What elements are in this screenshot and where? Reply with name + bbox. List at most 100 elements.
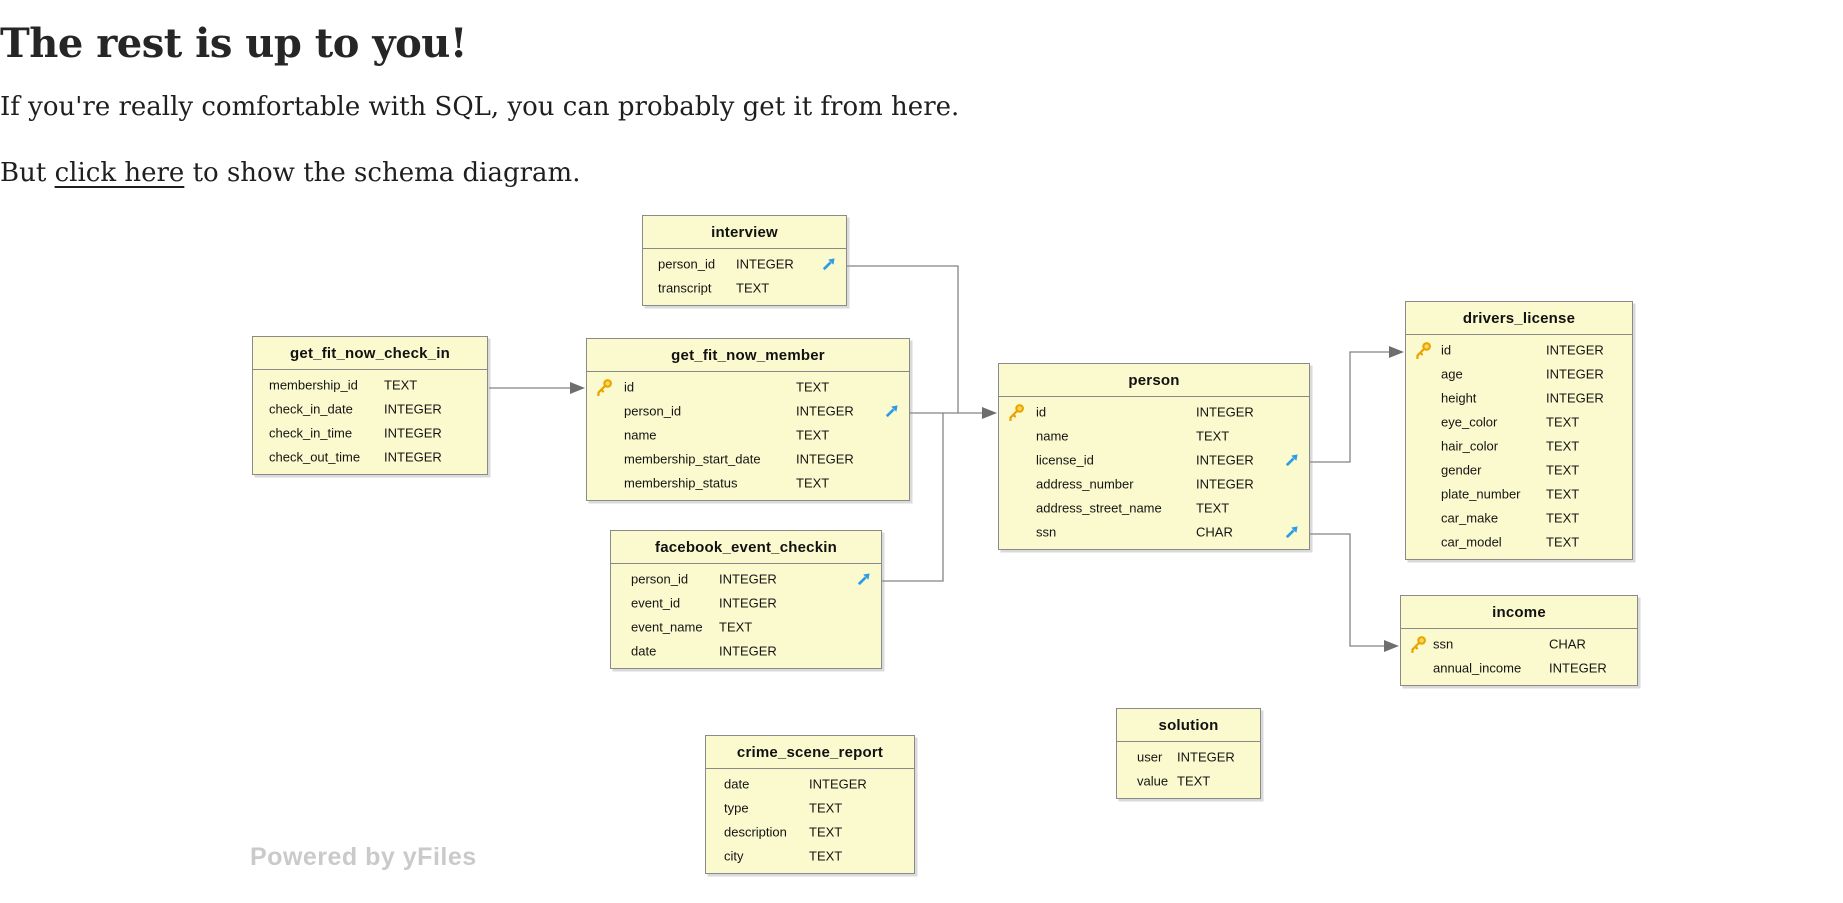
table-row: user INTEGER bbox=[1117, 745, 1260, 769]
show-schema-link[interactable]: click here bbox=[54, 158, 185, 188]
primary-key-icon bbox=[595, 378, 613, 396]
field-type: TEXT bbox=[796, 427, 830, 443]
field-type: CHAR bbox=[1196, 524, 1233, 540]
table-drivers-license: drivers_license id INTEGER age INTEGER h… bbox=[1405, 301, 1633, 560]
field-name: person_id bbox=[658, 256, 716, 272]
field-type: TEXT bbox=[1546, 534, 1580, 550]
field-type: TEXT bbox=[1177, 773, 1211, 789]
table-title: crime_scene_report bbox=[706, 736, 914, 769]
table-title: drivers_license bbox=[1406, 302, 1632, 335]
field-name: membership_id bbox=[269, 377, 358, 393]
field-name: car_model bbox=[1441, 534, 1502, 550]
field-name: ssn bbox=[1036, 524, 1057, 540]
field-type: TEXT bbox=[1546, 414, 1580, 430]
field-type: INTEGER bbox=[1546, 390, 1604, 406]
field-name: value bbox=[1137, 773, 1169, 789]
table-row: id TEXT bbox=[587, 375, 909, 399]
table-row: id INTEGER bbox=[1406, 338, 1632, 362]
field-type: INTEGER bbox=[384, 425, 442, 441]
field-type: TEXT bbox=[809, 824, 843, 840]
table-title: facebook_event_checkin bbox=[611, 531, 881, 564]
field-name: person_id bbox=[624, 403, 682, 419]
page-title: The rest is up to you! bbox=[0, 20, 467, 67]
table-row: ssn CHAR bbox=[1401, 632, 1637, 656]
field-name: check_in_time bbox=[269, 425, 353, 441]
field-name: id bbox=[624, 379, 635, 395]
field-name: date bbox=[631, 643, 657, 659]
primary-key-icon bbox=[1007, 403, 1025, 421]
field-name: gender bbox=[1441, 462, 1482, 478]
table-row: person_id INTEGER bbox=[611, 567, 881, 591]
field-type: INTEGER bbox=[719, 643, 777, 659]
field-type: TEXT bbox=[1196, 428, 1230, 444]
primary-key-icon bbox=[1409, 635, 1427, 653]
field-name: license_id bbox=[1036, 452, 1094, 468]
field-name: name bbox=[1036, 428, 1069, 444]
field-name: date bbox=[724, 776, 750, 792]
field-type: TEXT bbox=[796, 475, 830, 491]
field-type: INTEGER bbox=[1177, 749, 1235, 765]
table-row: membership_id TEXT bbox=[253, 373, 487, 397]
table-row: hair_color TEXT bbox=[1406, 434, 1632, 458]
field-type: INTEGER bbox=[1549, 660, 1607, 676]
table-row: car_model TEXT bbox=[1406, 530, 1632, 554]
table-row: plate_number TEXT bbox=[1406, 482, 1632, 506]
table-row: name TEXT bbox=[999, 424, 1309, 448]
field-type: TEXT bbox=[809, 800, 843, 816]
field-name: id bbox=[1441, 342, 1452, 358]
field-type: TEXT bbox=[809, 848, 843, 864]
foreign-key-arrow-icon bbox=[821, 256, 837, 272]
table-get-fit-now-check-in: get_fit_now_check_in membership_id TEXT … bbox=[252, 336, 488, 475]
table-row: id INTEGER bbox=[999, 400, 1309, 424]
field-name: description bbox=[724, 824, 787, 840]
field-name: car_make bbox=[1441, 510, 1499, 526]
field-type: TEXT bbox=[1546, 510, 1580, 526]
table-person: person id INTEGER name TEXT license_id I… bbox=[998, 363, 1310, 550]
text-after-link: to show the schema diagram. bbox=[184, 158, 581, 188]
field-name: plate_number bbox=[1441, 486, 1521, 502]
table-row: annual_income INTEGER bbox=[1401, 656, 1637, 680]
foreign-key-arrow-icon bbox=[1284, 524, 1300, 540]
table-title: solution bbox=[1117, 709, 1260, 742]
table-row: person_id INTEGER bbox=[643, 252, 846, 276]
table-row: type TEXT bbox=[706, 796, 914, 820]
field-type: INTEGER bbox=[1546, 342, 1604, 358]
field-name: id bbox=[1036, 404, 1047, 420]
field-name: user bbox=[1137, 749, 1163, 765]
table-row: check_in_date INTEGER bbox=[253, 397, 487, 421]
field-name: eye_color bbox=[1441, 414, 1498, 430]
field-type: INTEGER bbox=[1546, 366, 1604, 382]
field-type: INTEGER bbox=[809, 776, 867, 792]
table-row: name TEXT bbox=[587, 423, 909, 447]
table-row: transcript TEXT bbox=[643, 276, 846, 300]
primary-key-icon bbox=[1414, 341, 1432, 359]
table-row: check_in_time INTEGER bbox=[253, 421, 487, 445]
field-type: TEXT bbox=[1546, 486, 1580, 502]
table-title: person bbox=[999, 364, 1309, 397]
table-row: value TEXT bbox=[1117, 769, 1260, 793]
field-type: INTEGER bbox=[1196, 404, 1254, 420]
table-row: event_name TEXT bbox=[611, 615, 881, 639]
table-crime-scene-report: crime_scene_report date INTEGER type TEX… bbox=[705, 735, 915, 874]
field-name: height bbox=[1441, 390, 1477, 406]
field-type: TEXT bbox=[384, 377, 418, 393]
field-name: address_street_name bbox=[1036, 500, 1162, 516]
table-row: membership_status TEXT bbox=[587, 471, 909, 495]
table-row: height INTEGER bbox=[1406, 386, 1632, 410]
table-title: get_fit_now_member bbox=[587, 339, 909, 372]
table-title: interview bbox=[643, 216, 846, 249]
table-row: person_id INTEGER bbox=[587, 399, 909, 423]
table-row: car_make TEXT bbox=[1406, 506, 1632, 530]
table-row: check_out_time INTEGER bbox=[253, 445, 487, 469]
table-row: age INTEGER bbox=[1406, 362, 1632, 386]
foreign-key-arrow-icon bbox=[1284, 452, 1300, 468]
field-name: person_id bbox=[631, 571, 689, 587]
field-type: INTEGER bbox=[1196, 452, 1254, 468]
field-type: INTEGER bbox=[796, 451, 854, 467]
field-name: hair_color bbox=[1441, 438, 1499, 454]
table-row: ssn CHAR bbox=[999, 520, 1309, 544]
table-row: address_number INTEGER bbox=[999, 472, 1309, 496]
field-type: TEXT bbox=[1196, 500, 1230, 516]
field-name: membership_start_date bbox=[624, 451, 761, 467]
